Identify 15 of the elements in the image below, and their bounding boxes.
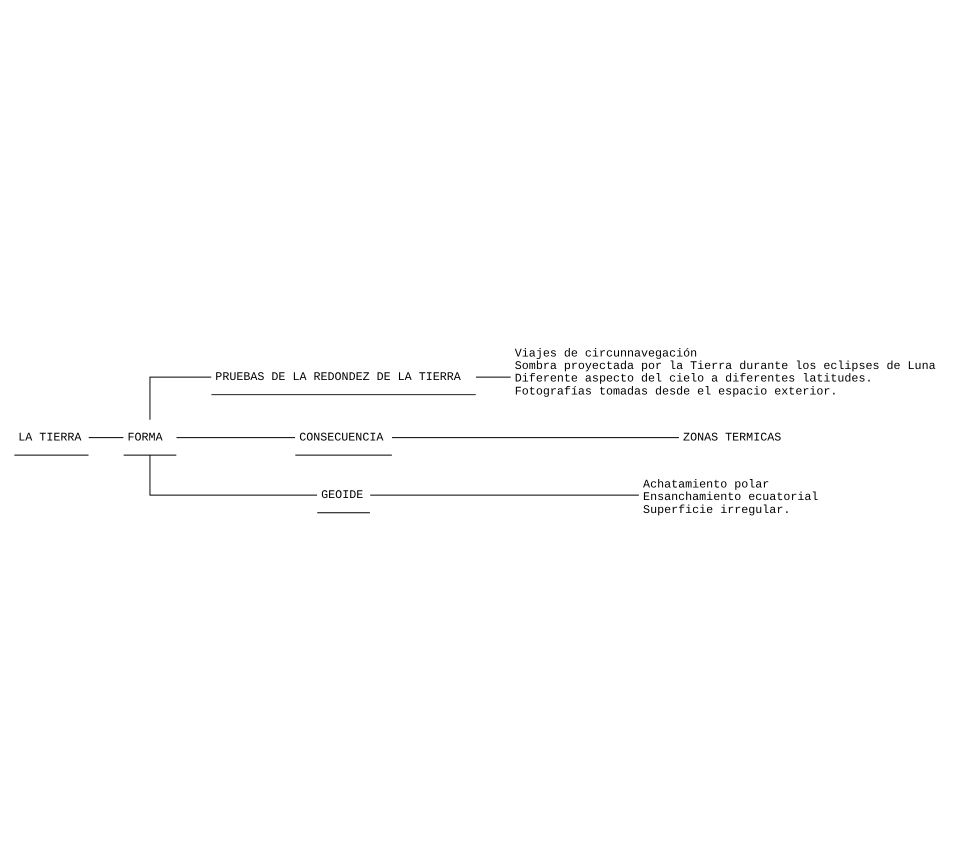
node-text: PRUEBAS DE LA REDONDEZ DE LA TIERRA — [215, 370, 461, 384]
node-text: FORMA — [128, 430, 163, 444]
node-text: Viajes de circunnavegación Sombra proyectada por la Tierra durante los eclipses de Luna Diferente aspecto del cielo a diferentes latitudes. Fotografías tomadas desde el espacio exterior. — [514, 346, 936, 398]
connector — [176, 436, 296, 438]
node-text: LA TIERRA — [18, 430, 82, 444]
node-text: GEOIDE — [321, 488, 364, 502]
connector — [391, 436, 680, 438]
node-text: CONSECUENCIA — [299, 430, 384, 444]
connector — [149, 454, 318, 496]
node-text: ZONAS TERMICAS — [683, 430, 782, 444]
connector — [476, 376, 512, 378]
connector — [370, 494, 640, 496]
node-text: Achatamiento polar Ensanchamiento ecuatorial Superficie irregular. — [643, 476, 818, 516]
connector — [149, 376, 212, 420]
connector — [88, 436, 124, 438]
